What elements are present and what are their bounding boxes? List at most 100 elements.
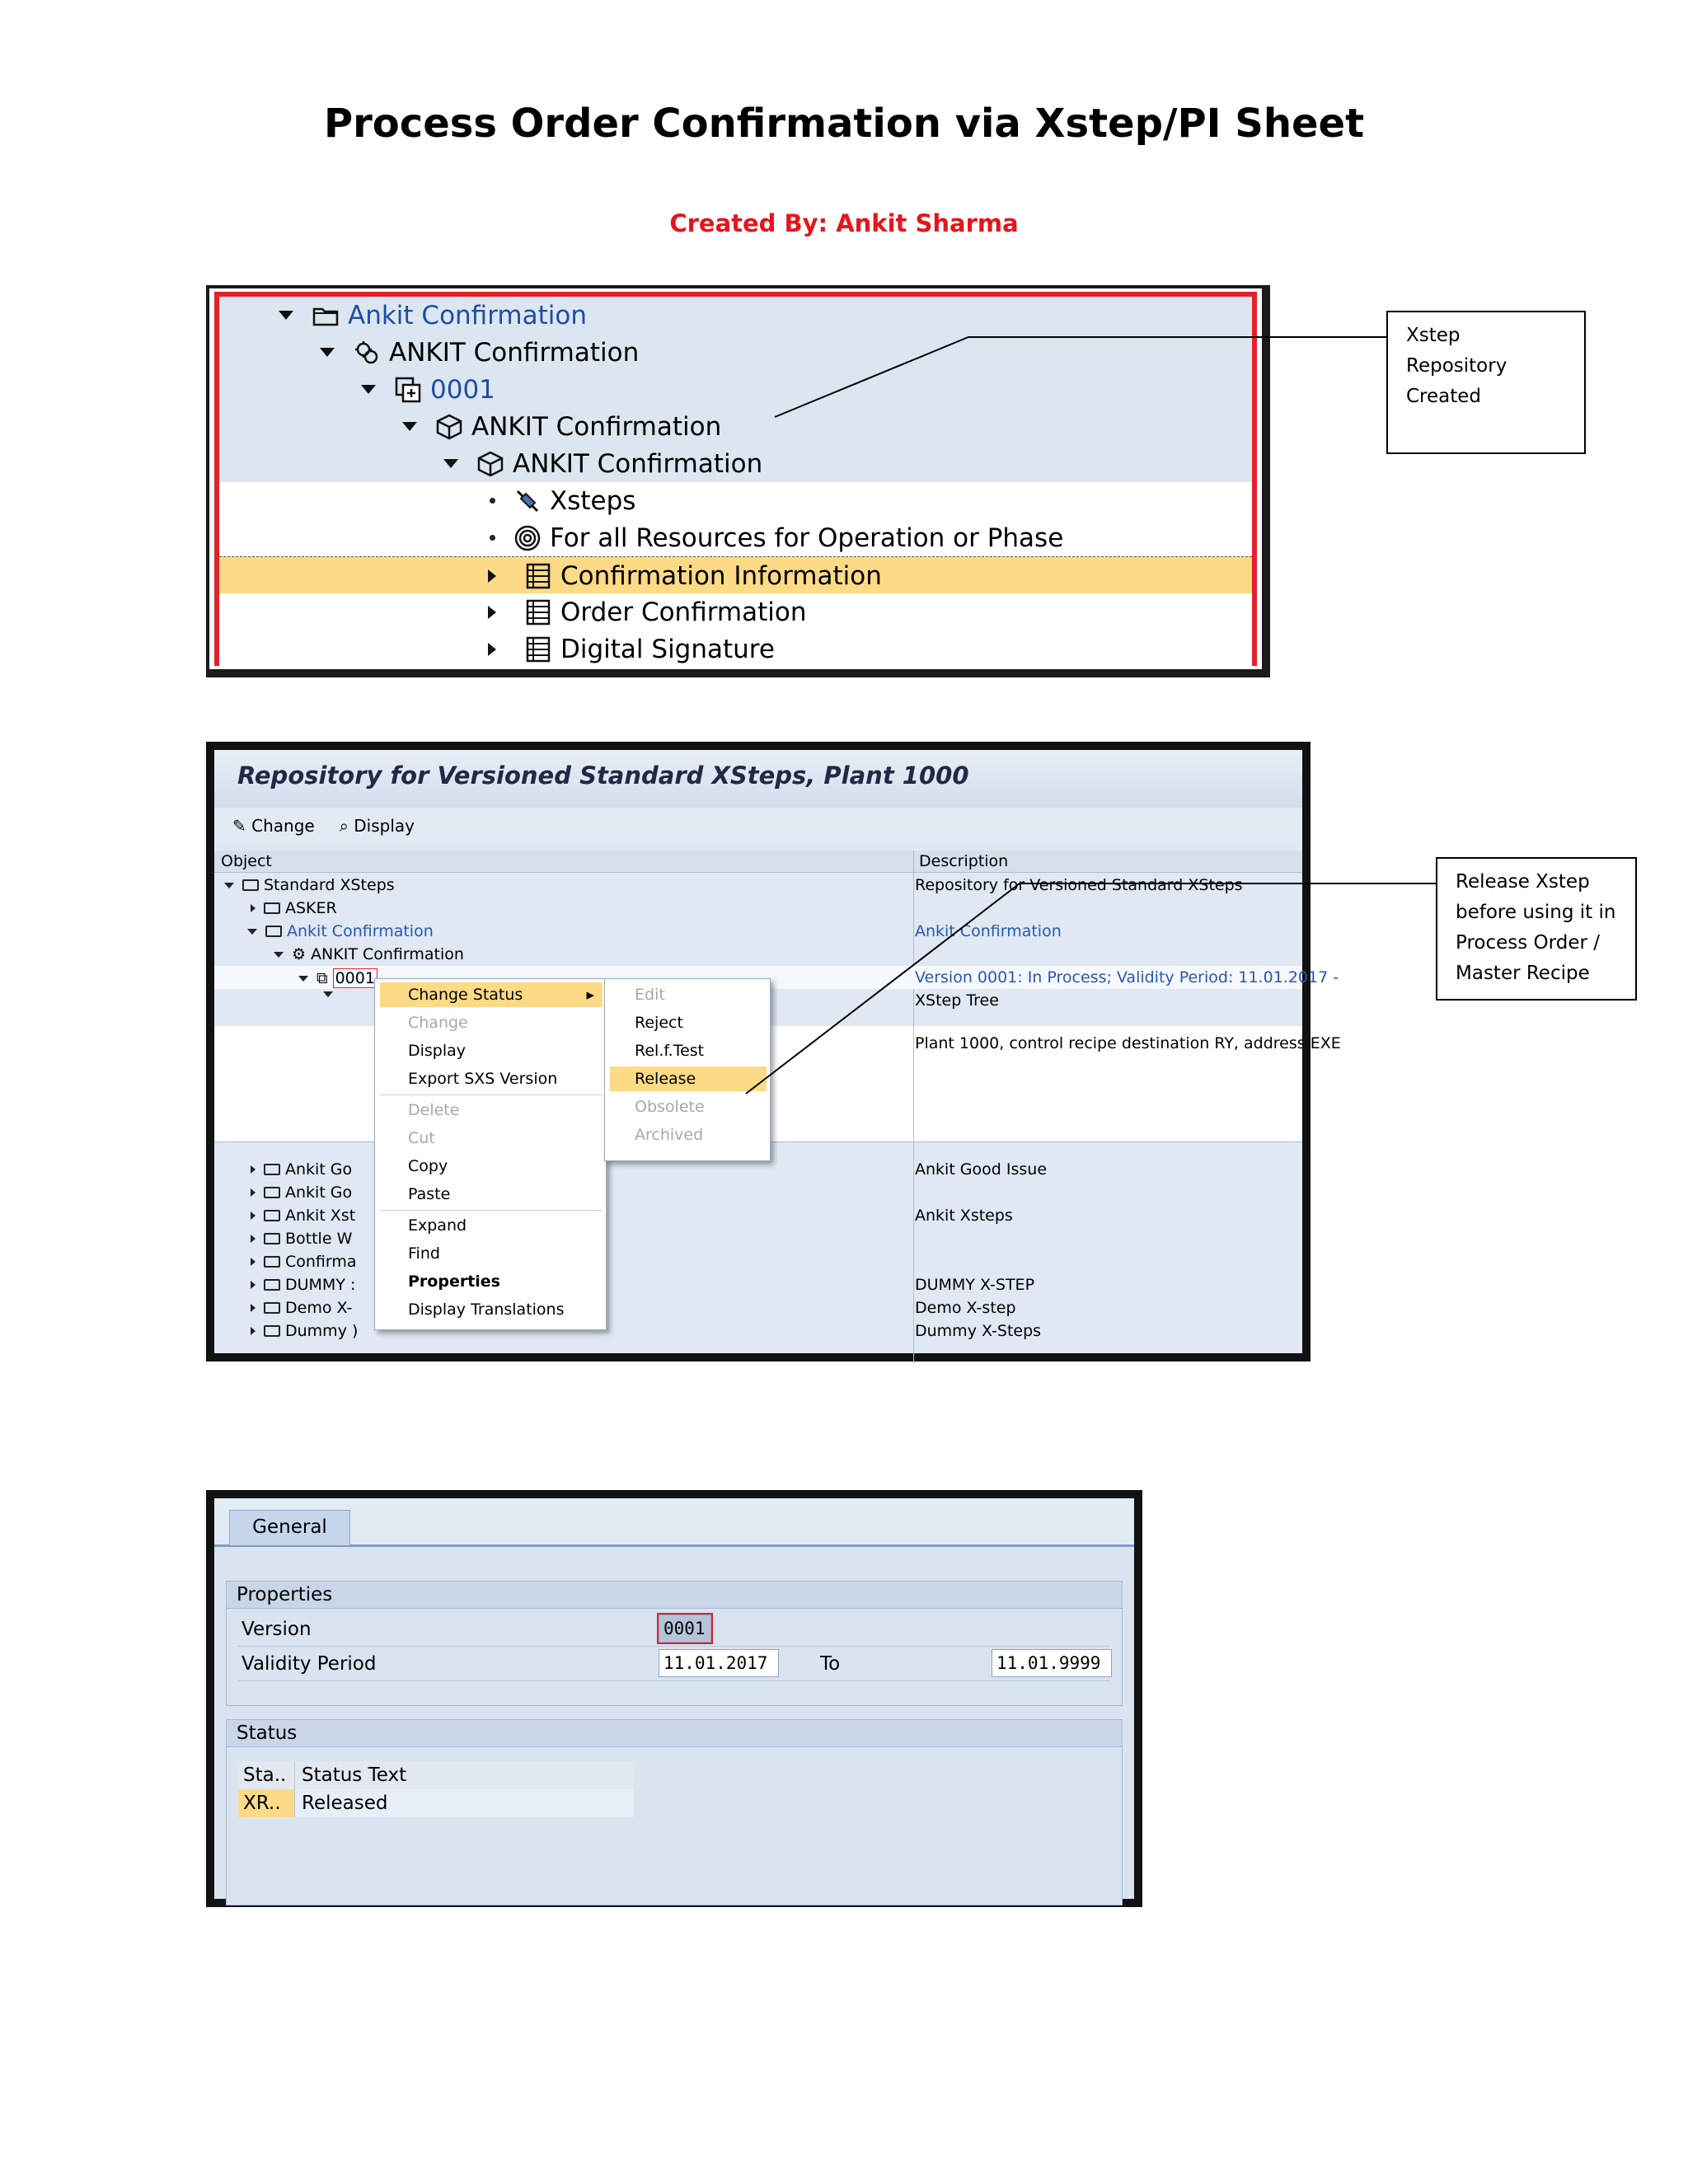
- expand-icon[interactable]: [251, 1165, 256, 1174]
- row-description: XStep Tree: [915, 991, 999, 1010]
- menu-divider: [380, 1210, 603, 1211]
- tree-node-order-confirmation[interactable]: Order Confirmation: [219, 593, 1252, 630]
- expand-icon[interactable]: [251, 1235, 256, 1243]
- table-row[interactable]: DUMMY : DUMMY X-STEP: [214, 1273, 1302, 1296]
- valid-from-field[interactable]: 11.01.2017: [659, 1649, 779, 1677]
- row-description: Demo X-step: [915, 1299, 1016, 1317]
- expand-icon[interactable]: [251, 904, 256, 912]
- expand-icon[interactable]: [361, 385, 376, 394]
- expand-icon[interactable]: [298, 975, 308, 982]
- table-row[interactable]: ASKER: [214, 897, 1302, 920]
- col-status-text[interactable]: Status Text: [302, 1765, 407, 1786]
- table-row[interactable]: Bottle W: [214, 1227, 1302, 1250]
- expand-icon[interactable]: [320, 348, 335, 357]
- menu-item-reject[interactable]: Reject: [635, 1014, 683, 1032]
- tree-node-resources[interactable]: For all Resources for Operation or Phase: [219, 519, 1252, 556]
- status-text-cell: Released: [302, 1793, 388, 1814]
- menu-item-release[interactable]: Release: [610, 1066, 767, 1091]
- change-button[interactable]: ✎ Change: [232, 816, 315, 836]
- expand-icon[interactable]: [274, 951, 284, 958]
- tree-node-version[interactable]: 0001: [219, 371, 1252, 409]
- connector-line: [774, 336, 1386, 418]
- status-group: Status Sta.. Status Text XR.. Released: [226, 1719, 1123, 1905]
- folder-icon: [264, 1164, 280, 1175]
- table-row[interactable]: ⚙ANKIT Confirmation: [214, 943, 1302, 966]
- menu-item-change-status[interactable]: Change Status▸: [380, 982, 603, 1007]
- menu-item-delete[interactable]: Delete: [408, 1101, 460, 1119]
- menu-item-export[interactable]: Export SXS Version: [408, 1070, 558, 1088]
- menu-item-properties[interactable]: Properties: [408, 1272, 500, 1291]
- tree-node-xsteps[interactable]: Xsteps: [219, 482, 1252, 519]
- table-row[interactable]: Plant 1000, control recipe destination R…: [214, 1032, 1341, 1055]
- table-row[interactable]: Demo X- Demo X-step: [214, 1296, 1302, 1319]
- expand-icon[interactable]: [251, 1304, 256, 1312]
- tree-node-digital-signature[interactable]: Digital Signature: [219, 630, 1252, 668]
- version-field[interactable]: 0001: [657, 1613, 713, 1644]
- table-icon: [526, 599, 551, 625]
- table-row[interactable]: Ankit Go: [214, 1181, 1302, 1204]
- table-row[interactable]: XStep Tree: [214, 989, 1302, 1012]
- expand-icon[interactable]: [251, 1327, 256, 1335]
- document-author: Created By: Ankit Sharma: [669, 209, 1019, 237]
- glasses-icon: ⌕: [339, 816, 349, 836]
- expand-icon[interactable]: [251, 1188, 256, 1197]
- menu-item-paste[interactable]: Paste: [408, 1185, 451, 1203]
- callout-release-xstep: Release Xstep before using it in Process…: [1436, 857, 1637, 1001]
- col-status-code[interactable]: Sta..: [238, 1761, 295, 1789]
- expand-icon[interactable]: [402, 422, 417, 431]
- display-button[interactable]: ⌕ Display: [340, 816, 415, 836]
- tab-general[interactable]: General: [229, 1510, 350, 1545]
- menu-item-obsolete[interactable]: Obsolete: [635, 1098, 705, 1116]
- menu-item-cut[interactable]: Cut: [408, 1129, 435, 1147]
- menu-item-expand[interactable]: Expand: [408, 1216, 467, 1235]
- menu-item-display[interactable]: Display: [408, 1042, 467, 1060]
- menu-divider: [380, 1094, 603, 1095]
- callout-line: Xstep Repository: [1406, 325, 1507, 377]
- callout-line: Process Order /: [1456, 932, 1600, 954]
- table-row[interactable]: Ankit Go Ankit Good Issue: [214, 1158, 1302, 1181]
- valid-to-field[interactable]: 11.01.9999: [992, 1649, 1112, 1677]
- table-row[interactable]: Confirma: [214, 1250, 1302, 1273]
- expand-icon[interactable]: [488, 642, 496, 656]
- folder-icon: [264, 1187, 280, 1198]
- tree-node-gears[interactable]: ANKIT Confirmation: [219, 334, 1252, 372]
- menu-item-edit[interactable]: Edit: [635, 986, 665, 1004]
- expand-icon[interactable]: [224, 882, 234, 888]
- expand-icon[interactable]: [279, 311, 293, 320]
- submenu-arrow-icon: ▸: [586, 986, 594, 1004]
- menu-item-translations[interactable]: Display Translations: [408, 1301, 565, 1319]
- column-object[interactable]: Object: [221, 852, 272, 870]
- context-menu: Change Status▸ Change Display Export SXS…: [374, 978, 607, 1330]
- table-row[interactable]: Ankit Xst Ankit Xsteps: [214, 1204, 1302, 1227]
- expand-icon[interactable]: [488, 569, 496, 583]
- status-table-header: Sta.. Status Text: [238, 1761, 634, 1789]
- table-row[interactable]: Dummy ) Dummy X-Steps: [214, 1319, 1302, 1343]
- expand-icon[interactable]: [251, 1212, 256, 1220]
- table-row[interactable]: XR.. Released: [238, 1789, 634, 1817]
- change-label: Change: [251, 816, 315, 836]
- expand-icon[interactable]: [323, 991, 333, 997]
- menu-item-find[interactable]: Find: [408, 1244, 440, 1263]
- column-description[interactable]: Description: [919, 852, 1009, 870]
- row-object: Standard XSteps: [264, 876, 395, 894]
- tree-node-label: ANKIT Confirmation: [389, 337, 640, 368]
- expand-icon[interactable]: [251, 1258, 256, 1266]
- column-header: Object Description: [214, 851, 1302, 873]
- expand-icon[interactable]: [251, 1281, 256, 1289]
- row-object: Dummy ): [285, 1322, 359, 1340]
- window-title: Repository for Versioned Standard XSteps…: [214, 750, 1302, 808]
- menu-item-change[interactable]: Change: [408, 1014, 468, 1032]
- menu-item-release-for-test[interactable]: Rel.f.Test: [635, 1042, 705, 1060]
- folder-icon: [312, 307, 339, 326]
- menu-item-archived[interactable]: Archived: [635, 1126, 704, 1144]
- expand-icon[interactable]: [443, 459, 458, 468]
- tree-node-cube[interactable]: ANKIT Confirmation: [219, 408, 1252, 446]
- table-row[interactable]: Standard XSteps Repository for Versioned…: [214, 874, 1302, 897]
- menu-item-copy[interactable]: Copy: [408, 1157, 448, 1175]
- tree-node-confirmation-information[interactable]: Confirmation Information: [219, 556, 1252, 595]
- expand-icon[interactable]: [247, 928, 257, 935]
- tree-node-folder[interactable]: Ankit Confirmation: [219, 297, 1252, 335]
- validity-label: Validity Period: [241, 1653, 377, 1675]
- expand-icon[interactable]: [488, 605, 496, 619]
